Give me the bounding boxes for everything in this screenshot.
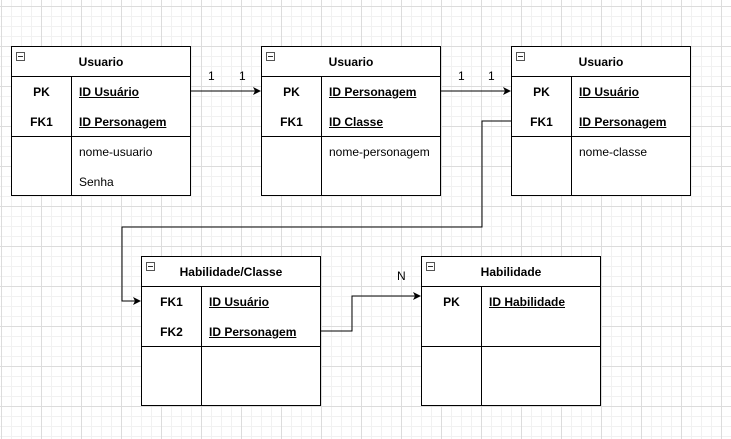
- key-section: FK1 FK2 ID Usuário ID Personagem: [142, 287, 320, 347]
- entity-title: Usuario: [328, 54, 374, 69]
- key-field[interactable]: ID Personagem: [329, 85, 417, 99]
- entity-usuario-3[interactable]: Usuario PK FK1 ID Usuário ID Personagem …: [511, 46, 691, 196]
- collapse-icon[interactable]: [426, 262, 435, 271]
- key-field[interactable]: ID Classe: [329, 115, 384, 129]
- entity-header[interactable]: Usuario: [512, 47, 690, 77]
- key-field[interactable]: ID Usuário: [79, 85, 140, 99]
- key-type: PK: [33, 85, 50, 99]
- attribute-section: [142, 347, 320, 405]
- entity-usuario-2[interactable]: Usuario PK FK1 ID Personagem ID Classe n…: [261, 46, 441, 196]
- entity-title: Habilidade: [480, 264, 542, 279]
- cardinality-label: 1: [208, 69, 215, 83]
- cardinality-label: N: [397, 269, 406, 283]
- attribute-section: nome-classe: [512, 137, 690, 195]
- key-section: PK FK1 ID Personagem ID Classe: [262, 77, 440, 137]
- key-field[interactable]: ID Habilidade: [489, 295, 566, 309]
- attribute-section: nome-usuario Senha: [12, 137, 190, 195]
- key-type: FK1: [30, 115, 53, 129]
- collapse-icon[interactable]: [16, 52, 25, 61]
- attribute-field[interactable]: nome-usuario: [79, 145, 153, 159]
- key-type: FK1: [160, 295, 183, 309]
- relation-usuario3-habilidade-classe[interactable]: [121, 120, 511, 305]
- entity-header[interactable]: Usuario: [12, 47, 190, 77]
- attribute-field[interactable]: nome-personagem: [329, 145, 430, 159]
- entity-habilidade-classe[interactable]: Habilidade/Classe FK1 FK2 ID Usuário ID …: [141, 256, 321, 406]
- cardinality-label: 1: [488, 69, 495, 83]
- entity-usuario-1[interactable]: Usuario PK FK1 ID Usuário ID Personagem …: [11, 46, 191, 196]
- key-type: FK2: [160, 325, 183, 339]
- entity-title: Usuario: [78, 54, 124, 69]
- collapse-icon[interactable]: [266, 52, 275, 61]
- entity-header[interactable]: Usuario: [262, 47, 440, 77]
- key-type: FK1: [530, 115, 553, 129]
- relation-habilidade-classe-habilidade[interactable]: [321, 292, 421, 332]
- key-section: PK FK1 ID Usuário ID Personagem: [512, 77, 690, 137]
- collapse-icon[interactable]: [516, 52, 525, 61]
- key-section: PK FK1 ID Usuário ID Personagem: [12, 77, 190, 137]
- key-field[interactable]: ID Personagem: [579, 115, 667, 129]
- key-type: PK: [533, 85, 550, 99]
- attribute-field[interactable]: nome-classe: [579, 145, 648, 159]
- key-type: FK1: [280, 115, 303, 129]
- key-field[interactable]: ID Personagem: [79, 115, 167, 129]
- attribute-section: nome-personagem: [262, 137, 440, 195]
- key-type: PK: [283, 85, 300, 99]
- entity-header[interactable]: Habilidade/Classe: [142, 257, 320, 287]
- entity-header[interactable]: Habilidade: [422, 257, 600, 287]
- cardinality-label: 1: [239, 69, 246, 83]
- key-type: PK: [443, 295, 460, 309]
- key-field[interactable]: ID Usuário: [209, 295, 270, 309]
- attribute-field[interactable]: Senha: [79, 175, 114, 189]
- entity-title: Habilidade/Classe: [179, 264, 283, 279]
- entity-title: Usuario: [578, 54, 624, 69]
- key-field[interactable]: ID Personagem: [209, 325, 297, 339]
- key-section: PK ID Habilidade: [422, 287, 600, 347]
- cardinality-label: 1: [458, 69, 465, 83]
- key-field[interactable]: ID Usuário: [579, 85, 640, 99]
- entity-habilidade[interactable]: Habilidade PK ID Habilidade: [421, 256, 601, 406]
- collapse-icon[interactable]: [146, 262, 155, 271]
- attribute-section: [422, 347, 600, 405]
